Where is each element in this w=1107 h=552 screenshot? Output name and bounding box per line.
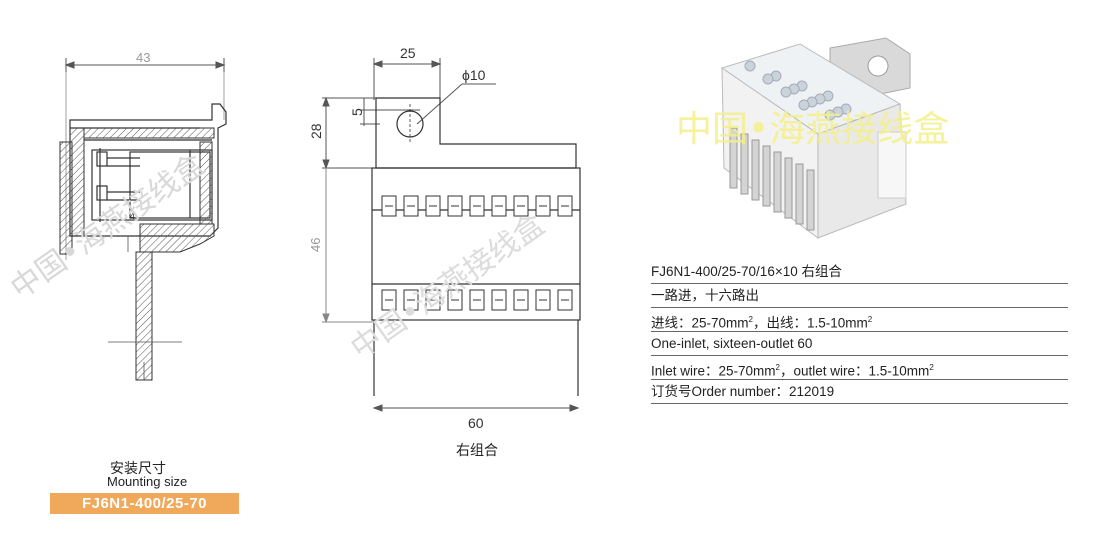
terminal-slot	[762, 145, 771, 207]
terminal-slot	[751, 139, 760, 201]
model-tag: FJ6N1-400/25-70	[50, 493, 239, 514]
mounting-caption-cn: 安装尺寸	[110, 460, 166, 476]
spec-row-circuit-en: One-inlet, sixteen-outlet 60	[651, 331, 1068, 356]
screw-hole	[824, 109, 836, 121]
dimension-43	[64, 58, 226, 72]
front-view-caption: 右组合	[456, 442, 498, 458]
terminal-slot	[740, 133, 749, 195]
part-marker-4: 4	[130, 211, 135, 221]
dim-25-label: 25	[400, 45, 416, 61]
spec-row-circuit-cn: 一路进，十六路出	[651, 283, 1068, 308]
dim-5-label: 5	[349, 108, 365, 116]
photo-watermark: 中国•海燕接线盒	[676, 109, 950, 150]
spec-row-wire-en: Inlet wire：25-70mm2，outlet wire：1.5-10mm…	[651, 355, 1068, 380]
terminal-plate	[375, 97, 577, 169]
product-photo	[720, 37, 911, 239]
dim-hole-label: ϕ10	[462, 67, 486, 83]
screw-hole	[780, 86, 792, 98]
terminal-slot	[795, 163, 804, 225]
terminal-slot	[806, 169, 815, 231]
mounting-caption-en: Mounting size	[107, 474, 188, 489]
spec-row-order-number: 订货号Order number：212019	[651, 379, 1068, 404]
dim-28-label: 28	[308, 123, 324, 139]
front-view-drawing: 25 ϕ10 28 5 46	[308, 45, 581, 431]
screw-hole	[798, 99, 810, 111]
terminal-slot	[729, 127, 738, 189]
terminal-slot	[773, 151, 782, 213]
screw-row-bottom	[381, 289, 573, 311]
screw-hole	[762, 73, 774, 85]
dim-43-label: 43	[136, 50, 150, 65]
terminal-slot	[784, 157, 793, 219]
dim-46-label: 46	[308, 238, 323, 252]
hatched-sections	[59, 127, 215, 381]
spec-row-wire-cn: 进线：25-70mm2，出线：1.5-10mm2	[651, 307, 1068, 332]
screw-hole	[744, 60, 756, 72]
dim-60-label: 60	[468, 415, 484, 431]
mounting-section-drawing: 43 4 中国•海燕接线盒	[5, 50, 227, 381]
spec-row-model: FJ6N1-400/25-70/16×10 右组合	[651, 259, 1068, 284]
watermark-middle: 中国•海燕接线盒	[345, 207, 552, 366]
screw-row-top	[381, 195, 573, 217]
